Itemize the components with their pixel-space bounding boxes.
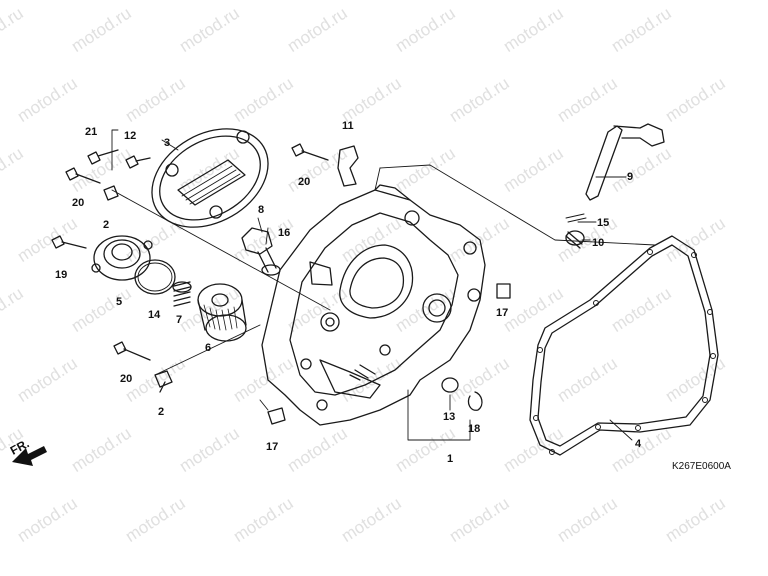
front-arrow-icon [12,446,47,466]
callout-21: 21 [85,126,97,138]
callout-3: 3 [164,137,170,149]
callout-12: 12 [124,130,136,142]
callout-labels: 1 2 2 3 4 5 6 7 8 9 10 11 12 13 14 15 16… [55,120,642,465]
callout-2b: 2 [158,406,164,418]
callout-17a: 17 [496,307,508,319]
lever-arm [337,145,359,187]
callout-20b: 20 [298,176,310,188]
small-parts [103,185,511,425]
oil-filter [197,283,247,342]
callout-1: 1 [447,453,453,465]
dipstick [241,227,281,276]
callout-4: 4 [635,438,642,450]
callout-8: 8 [258,204,264,216]
callout-6: 6 [205,342,211,354]
filter-cover [91,235,153,281]
callout-7: 7 [176,314,182,326]
callout-20a: 20 [72,197,84,209]
o-ring [134,259,176,295]
callout-13: 13 [443,411,455,423]
crankcase-cover [261,184,486,426]
callout-10: 10 [592,237,604,249]
diagram-code: K267E0600A [672,461,731,472]
callout-18: 18 [468,423,480,435]
callout-15: 15 [597,217,609,229]
callout-16: 16 [278,227,290,239]
leader-lines [111,129,656,441]
callout-2a: 2 [103,219,109,231]
kick-shaft [565,123,665,249]
callout-14: 14 [148,309,161,321]
spring [172,281,192,307]
bolts [51,143,329,361]
gasket-outline [529,235,719,456]
callout-20c: 20 [120,373,132,385]
clutch-cover [151,128,269,228]
callout-9: 9 [627,171,633,183]
callout-11: 11 [342,120,354,132]
callout-17b: 17 [266,441,278,453]
callout-19: 19 [55,269,67,281]
callout-5: 5 [116,296,122,308]
gasket-holes [533,249,716,455]
